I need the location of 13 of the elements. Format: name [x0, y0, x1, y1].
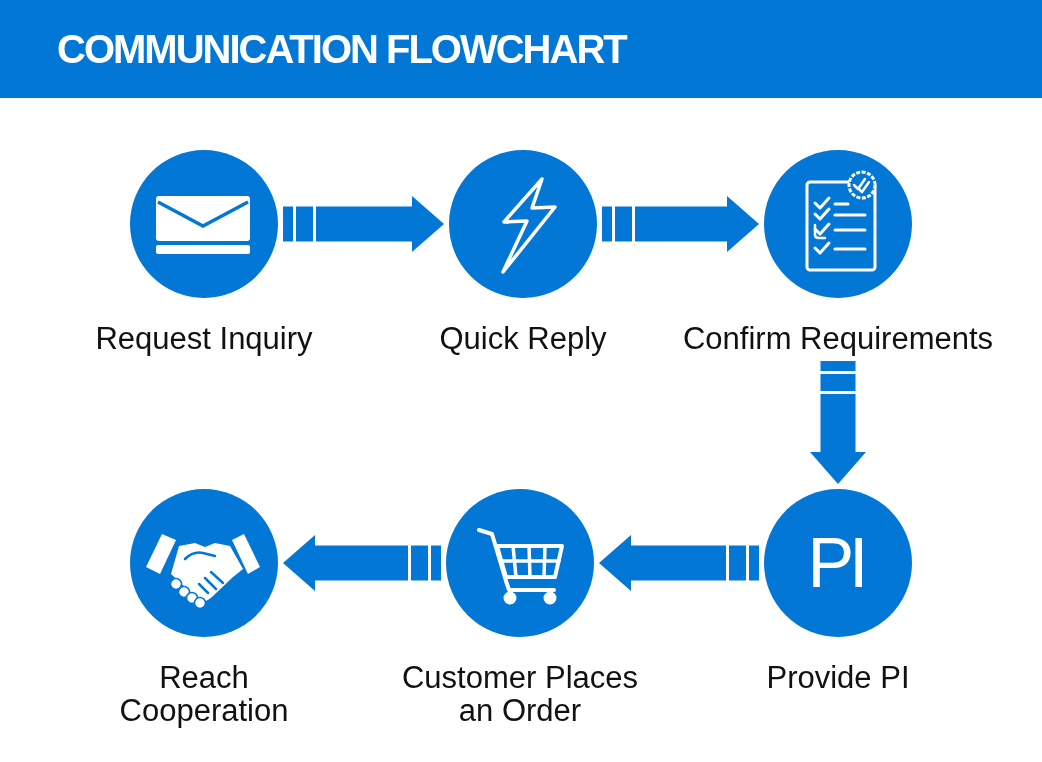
step-label: Quick Reply [439, 322, 607, 355]
block-arrow [599, 535, 759, 591]
step-label: Request Inquiry [95, 322, 313, 355]
block-arrow [602, 196, 759, 252]
step-label: Customer Places an Order [401, 661, 639, 727]
step-label: Provide PI [766, 661, 910, 694]
step-label: Reach Cooperation [118, 661, 290, 727]
step-label: Confirm Requirements [682, 322, 994, 355]
block-arrow [283, 196, 444, 252]
page-title: COMMUNICATION FLOWCHART [57, 26, 626, 73]
circle-text: PI [807, 528, 865, 598]
block-arrow [810, 361, 866, 484]
block-arrow [283, 535, 441, 591]
